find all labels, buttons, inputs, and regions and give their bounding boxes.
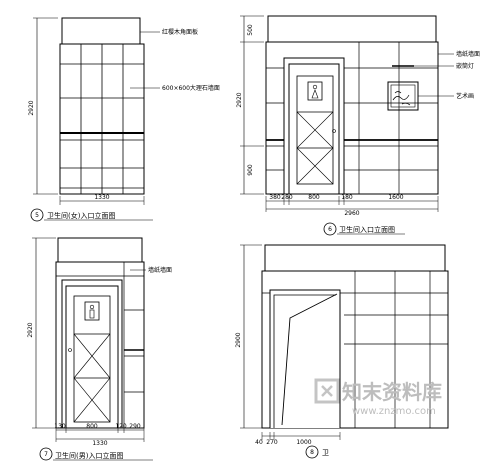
elevation-view-6 [240,15,454,236]
art-frame [387,81,419,111]
cornice [264,244,446,272]
view8-bottom-dim-1: 40 [255,439,263,446]
view8-caption: 卫 [322,449,329,457]
view6-bottom-dim-3: 800 [308,194,320,201]
view7-note-1: 墙纸墙面 [148,266,172,274]
watermark-text: 知末资料库 [342,380,442,404]
view6-caption: 卫生间入口立面图 [339,225,395,234]
view5-caption-number: 5 [35,212,39,219]
view8-height-dim: 2900 [235,332,242,347]
door-leaf [65,285,119,429]
restroom-sign [307,81,323,101]
open-door-leaf [281,293,338,426]
door-opening [269,289,341,428]
cornice [61,17,141,45]
view6-note-2: 嵌筒灯 [456,62,474,70]
view6-note-3: 艺术画 [456,92,474,100]
view7-bottom-dim-2: 800 [86,423,98,430]
view5-width-dim: 1330 [94,194,109,201]
view7-bottom-dim-4: 290 [129,423,141,430]
elevation-view-7 [32,237,153,461]
view5-note-2: 600×600大理石墙面 [162,84,220,92]
cornice [57,237,143,263]
door-frame [283,57,345,195]
elevation-view-5 [30,17,160,222]
door-panel [73,295,111,423]
door-frame [61,279,123,429]
view7-caption: 卫生间(男)入口立面图 [55,451,123,460]
view7-bottom-dim-3: 120 [115,423,127,430]
view6-bottom-dim-4: 180 [341,194,353,201]
view6-bottom-dim-1: 380 [269,194,281,201]
view7-bottom-dim-1: 130 [54,423,66,430]
watermark-url: www.znzmo.com [352,406,436,417]
view5-caption: 卫生间(女)入口立面图 [47,211,115,220]
view6-total-width: 2960 [344,210,359,217]
watermark-logo [314,378,340,404]
view5-height-dim: 2920 [28,100,35,115]
view6-dim-total: 2920 [236,92,243,107]
view8-caption-number: 8 [310,449,314,456]
watermark: 知末资料库 www.znzmo.com [314,378,442,417]
view6-dim-bottom: 900 [247,164,254,176]
view5-note-1: 红樱木角面板 [162,28,198,36]
view7-caption-number: 7 [44,451,48,458]
elevation-view-8 [240,244,449,459]
view6-bottom-dim-2: 280 [281,194,293,201]
view6-note-1: 墙纸墙面 [456,50,480,58]
view8-bottom-dim-3: 1000 [296,439,311,446]
view6-caption-number: 6 [328,226,332,233]
view8-bottom-dim-2: 270 [266,439,278,446]
view6-bottom-dim-5: 1600 [388,194,403,201]
wall-panel [265,41,439,195]
view7-total-width: 1330 [92,440,107,447]
cornice [267,15,437,43]
view7-height-dim: 2920 [27,322,34,337]
restroom-sign [84,301,100,321]
door-leaf [288,63,340,195]
view6-dim-top: 500 [247,24,254,36]
